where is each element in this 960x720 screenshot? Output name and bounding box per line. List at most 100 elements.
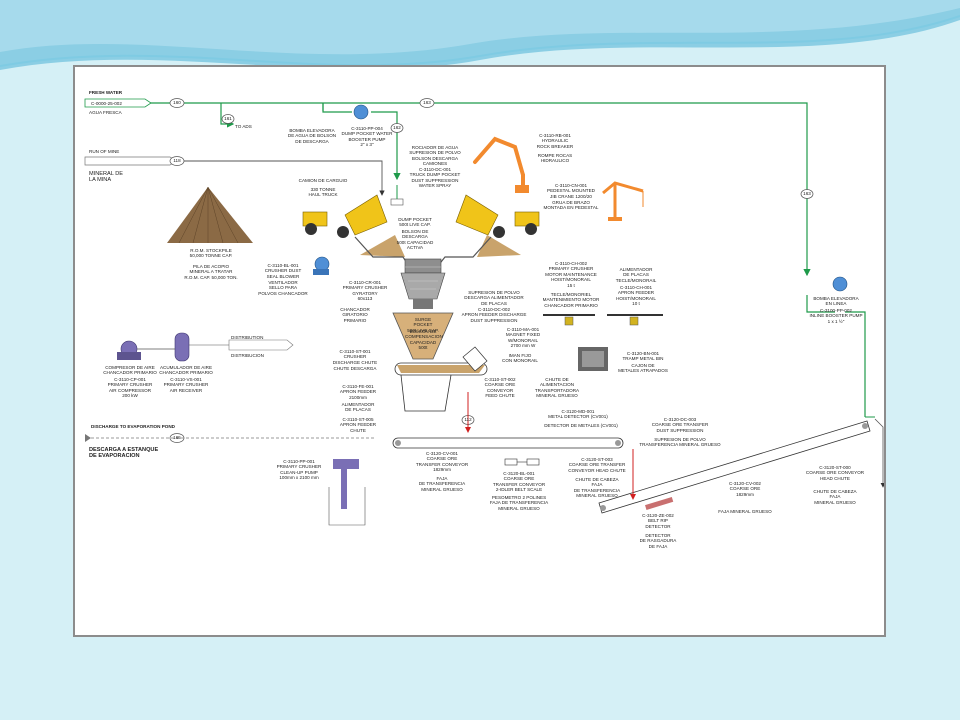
stockpile-texture [178, 186, 239, 244]
discharge-chute-label: C-3110-ST-001 CRUSHER DISCHARGE CHUTE [332, 349, 378, 365]
bolson-compensacion-label: BOLSON DE COMPENSACION CAPACIDAD 500t [405, 329, 443, 351]
stream-161-label: 161 [224, 116, 232, 121]
clean-up-pump [328, 459, 366, 526]
rom-stockpile [167, 187, 253, 243]
cv002-label: C-3120-CV-002 COARSE ORE 1829mm [729, 481, 761, 497]
compresor-label: COMPRESOR DE AIRE CHANCADOR PRIMARIO [103, 365, 157, 376]
jib-crane-label: C-3110-CN-001 PEDESTAL MOUNTED JIB CRANE… [547, 183, 595, 199]
evaporation-pond-arrow [85, 434, 91, 442]
inline-booster-pump [832, 276, 848, 292]
truck-spray-label: C-3110-DC-001 TRUCK DUMP POCKET DUST SUP… [409, 167, 461, 189]
flow-drawing [84, 98, 884, 526]
air-receiver-label: C-3110-VS-001 PRIMARY CRUSHER AIR RECEIV… [163, 377, 209, 393]
run-of-mine-label: RUN OF MINE [89, 149, 120, 154]
fresh-water-tag: C-0000-25-002 [91, 101, 122, 106]
rock-breaker-label: C-3110-RB-001 HYDRAULIC ROCK BREAKER [536, 133, 574, 149]
chute-cabeza-label: CHUTE DE CABEZA FAJA DE TRANSFERENCIA MI… [573, 477, 621, 499]
distribution-label-1: DISTRIBUTION [231, 335, 264, 340]
monorail-crusher-label: C-3110-CH-002 PRIMARY CRUSHER MOTOR MAIN… [545, 261, 597, 288]
belt-rip-detector [645, 496, 674, 510]
stream-marker-118 [169, 156, 185, 166]
distribution-arrow [228, 339, 294, 351]
apron-feeder-label: C-3110-FE-001 APRON FEEDER 2100mm [339, 384, 377, 400]
stream-118-label: 118 [173, 158, 181, 163]
ore-pile-left [360, 235, 405, 257]
transfer-dust-label: C-3120-DC-003 COARSE ORE TRANSFER DUST S… [651, 417, 709, 433]
cv001-label: C-3120-CV-001 COARSE ORE TRANSFER CONVEY… [415, 451, 469, 473]
head-chute-label: C-3120-ST-003 COARSE ORE TRANSFER CONVEY… [568, 457, 626, 473]
stream-markers [169, 98, 814, 443]
supresion-polvo-alim-label: SUPRESION DE POLVO DESCARGA ALIMENTADOR … [464, 290, 524, 306]
stream-112-label: 112 [464, 417, 472, 422]
dump-pocket-water-pump [353, 104, 369, 120]
bolson-descarga-label: BOLSON DE DESCARGA 500t CAPACIDAD ACTIVA [396, 229, 434, 251]
chute-cabeza-2-label: CHUTE DE CABEZA FAJA MINERAL GRUESO [813, 489, 857, 505]
magnet-label: C-3110-MA-001 MAGNET FIXED W/MONORAIL 27… [505, 327, 541, 349]
fresh-water-label: FRESH WATER [89, 90, 123, 95]
bomba-elevadora-label: BOMBA ELEVADORA DE AGUA DE BOLSON DE DES… [287, 128, 337, 144]
stream-marker-163a [419, 98, 435, 108]
cajon-metales-label: CAJON DE METALES ATRAPADOS [618, 363, 668, 374]
apron-dust-label: C-3110-DC-002 APRON FEEDER DISCHARGE DUS… [461, 307, 527, 323]
belt-rip-label: C-3120-ZE-002 BELT RIP DETECTOR [642, 513, 674, 529]
faja-transferencia-label: FAJA DE TRANSFERENCIA MINERAL GRUESO [418, 476, 466, 492]
alimentador-tecle-label: ALIMENTADOR DE PLACAS TECLE/MONORAIL [615, 267, 657, 283]
apron-hoist-label: C-3110-CH-001 APRON FEEDER HOIST/MONORAI… [616, 285, 656, 307]
stream-marker-163b [800, 189, 814, 199]
grua-brazo-label: GRUA DE BRAZO MONTADA EN PEDESTAL [543, 200, 599, 211]
stream-163b-label: 163 [803, 191, 811, 196]
stockpile-label: R.O.M. STOCKPILE 50,000 TONNE CAP. [189, 248, 233, 259]
air-compressor-label: C-3110-CP-001 PRIMARY CRUSHER AIR COMPRE… [107, 377, 153, 399]
apron-feeder-monorail [607, 314, 663, 326]
pedestal-jib-crane [602, 181, 644, 217]
air-receiver [174, 332, 190, 362]
water-spray-nozzle [390, 198, 404, 206]
coarse-feed-chute-label: C-3110-ST-002 COARSE ORE CONVEYOR FEED C… [484, 377, 516, 399]
primary-crusher-label: C-3110-CR-001 PRIMARY CRUSHER GYRATORY 6… [342, 280, 388, 302]
bomba-linea-label: BOMBA ELEVADORA EN LINEA [813, 296, 859, 307]
agua-fresca-label: AGUA FRESCA [89, 110, 122, 115]
cv002-head-label: C-3120-ST-000 COARSE ORE CONVEYOR HEAD C… [805, 465, 865, 481]
apron-feeder [394, 362, 488, 412]
rociador-label: ROCIADOR DE AGUA SUPRESION DE POLVO BOLS… [409, 145, 461, 167]
crusher-monorail [543, 314, 595, 326]
cv001-conveyor [392, 437, 624, 449]
haul-truck-right [455, 194, 540, 238]
metal-detector-label: C-3120-MD-001 METAL DETECTOR (CV001) [548, 409, 608, 420]
tramp-bin-label: C-3120-BN-001 TRAMP METAL BIN [622, 351, 664, 362]
run-of-mine-line [176, 160, 385, 196]
tecle-crusher-label: TECLE/MONORIEL MANTENIMIENTO MOTOR CHANC… [542, 292, 600, 308]
mineral-mina-label: MINERAL DE LA MINA [89, 171, 123, 184]
ventilador-label: VENTILADOR SELLO PARA POLVOS CHANCADOR [258, 280, 308, 296]
gyratory-crusher [400, 258, 446, 309]
chute-alimentacion-label: CHUTE DE ALIMENTACION TRANSPORTADORA MIN… [534, 377, 580, 399]
cv002-conveyor [598, 420, 871, 514]
hydraulic-rock-breaker [473, 136, 525, 189]
stream-162-label: 162 [393, 125, 401, 130]
fresh-water-line [150, 102, 866, 417]
detector-metales-label: DETECTOR DE METALES (CV001) [544, 423, 618, 428]
dump-pocket-pump-label: C-3110-PP-004 DUMP POCKET WATER BOOSTER … [341, 126, 393, 148]
descarga-estanque-label: DESCARGA A ESTANQUE DE EVAPORACION [89, 447, 159, 460]
stream-marker-161 [221, 114, 235, 124]
stream-160-label: 160 [173, 100, 181, 105]
chancador-giratorio-label: CHANCADOR GIRATORIO PRIMARIO [340, 307, 370, 323]
distribucion-label: DISTRIBUCION [231, 353, 264, 358]
faja-grueso-label: FAJA MINERAL GRUESO [718, 509, 772, 514]
discharge-pond-label: DISCHARGE TO EVAPORATION POND [91, 424, 175, 429]
run-of-mine-inlet [84, 156, 177, 166]
pila-acopio-label: PILA DE ACOPIO MINERAL A TRATAR R.O.M. C… [184, 264, 238, 280]
header-wave-light [0, 0, 960, 55]
haul-truck-left [302, 194, 388, 238]
process-flow-diagram: FRESH WATER C-0000-25-002 AGUA FRESCA RU… [73, 65, 886, 637]
apron-chute-label: C-3110-ST-005 APRON FEEDER CHUTE [339, 417, 377, 433]
chute-descarga-label: CHUTE DESCARGA [333, 366, 377, 371]
stream-165-label: 165 [173, 435, 181, 440]
alimentador-placas-label: ALIMENTADOR DE PLACAS [341, 402, 375, 413]
haul-truck-label: 330 TONNE HAUL TRUCK [308, 187, 338, 198]
supresion-transfer-label: SUPRESION DE POLVO TRANSFERENCIA MINERAL… [639, 437, 721, 448]
dust-blower-label: C-3110-BL-001 CRUSHER DUST SEAL BLOWER [264, 263, 302, 279]
stream-163a-label: 163 [423, 100, 431, 105]
surge-pocket-label: SURGE POCKET 500t LIVE CAP. [407, 317, 439, 333]
stream-marker-160 [169, 98, 185, 108]
